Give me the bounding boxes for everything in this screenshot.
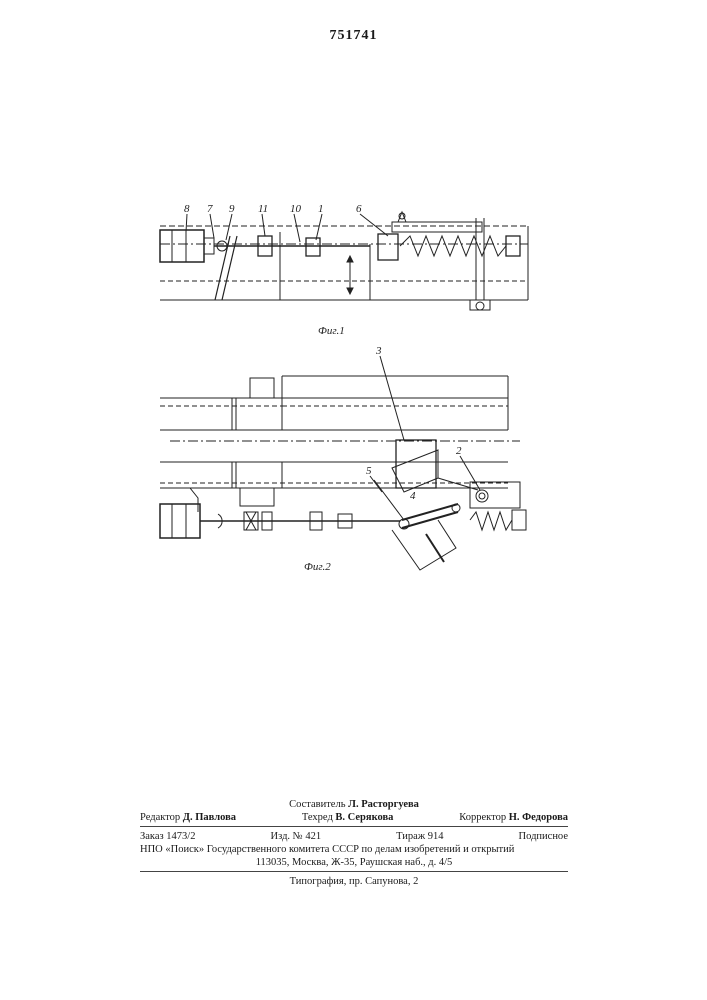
label-7: 7	[207, 203, 213, 215]
label-9: 9	[229, 203, 235, 215]
order-line: Заказ 1473/2 Изд. № 421 Тираж 914 Подпис…	[140, 830, 568, 843]
label-8: 8	[184, 203, 190, 215]
editor: Редактор Д. Павлова	[140, 811, 236, 824]
organization: НПО «Поиск» Государственного комитета СС…	[140, 843, 568, 856]
techred: Техред В. Серякова	[302, 811, 394, 824]
address: 113035, Москва, Ж-35, Раушская наб., д. …	[140, 856, 568, 869]
figure-1-drawing	[160, 212, 528, 310]
order: Заказ 1473/2	[140, 830, 195, 843]
label-5: 5	[366, 465, 372, 477]
divider-2	[140, 871, 568, 872]
colophon: Составитель Л. Расторгуева Редактор Д. П…	[140, 798, 568, 888]
composer-label: Составитель	[289, 799, 345, 810]
divider-1	[140, 826, 568, 827]
label-6: 6	[356, 203, 362, 215]
label-1: 1	[318, 203, 324, 215]
staff-line: Редактор Д. Павлова Техред В. Серякова К…	[140, 811, 568, 824]
figure-2-drawing	[160, 376, 526, 570]
subscription: Подписное	[519, 830, 568, 843]
composer-name: Л. Расторгуева	[348, 799, 419, 810]
edition: Изд. № 421	[271, 830, 322, 843]
figure-2-labels: 3 2 5 4	[366, 345, 480, 502]
label-4: 4	[410, 490, 416, 502]
technical-drawing: 8 7 9 11 10 1 6 Фиг.1	[0, 0, 707, 600]
figure-1-labels: 8 7 9 11 10 1 6	[184, 203, 388, 242]
label-10: 10	[290, 203, 302, 215]
label-2: 2	[456, 445, 462, 457]
label-3: 3	[375, 345, 382, 357]
figure-2-caption: Фиг.2	[304, 561, 331, 573]
printer: Типография, пр. Сапунова, 2	[140, 875, 568, 888]
circulation: Тираж 914	[396, 830, 443, 843]
figure-1-caption: Фиг.1	[318, 325, 345, 337]
corrector: Корректор Н. Федорова	[459, 811, 568, 824]
label-11: 11	[258, 203, 268, 215]
composer-line: Составитель Л. Расторгуева	[140, 798, 568, 811]
